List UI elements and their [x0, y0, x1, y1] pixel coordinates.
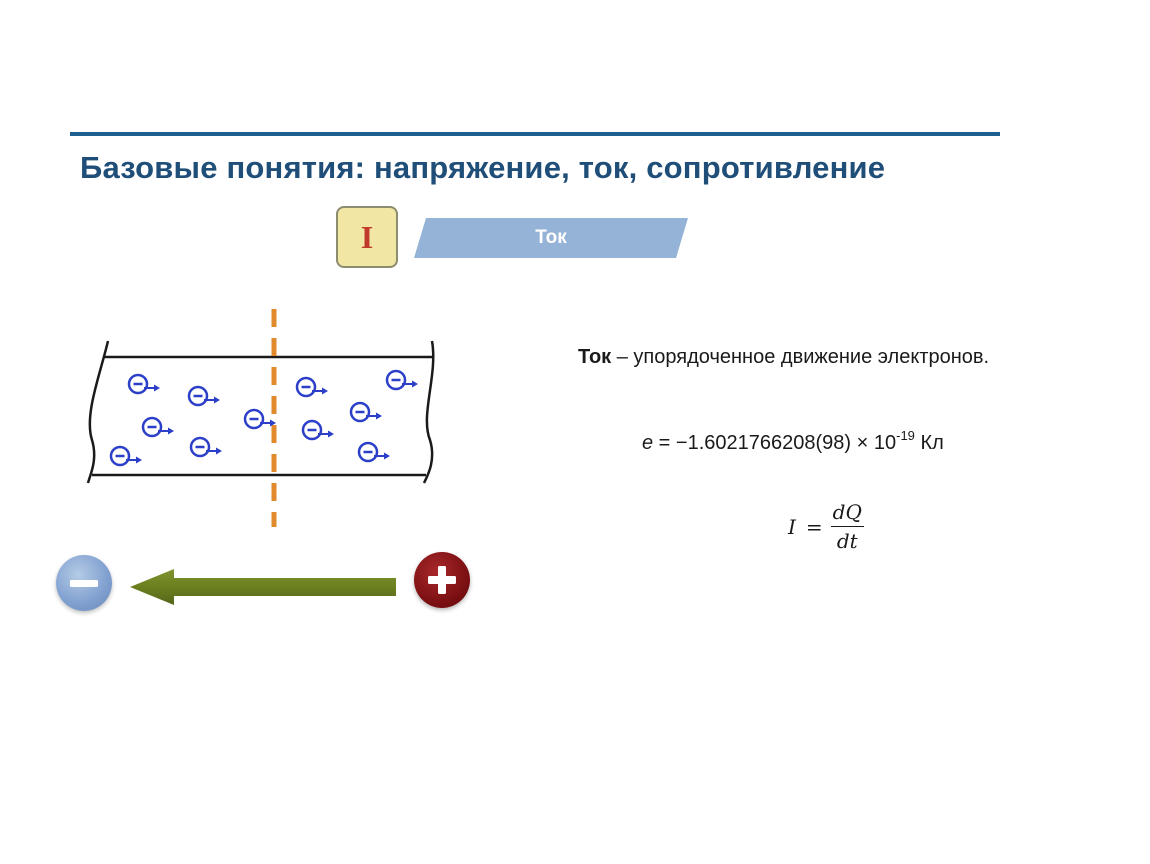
conductor-diagram	[86, 309, 435, 527]
conductor-left-cut	[86, 340, 110, 484]
current-definition: Ток – упорядоченное движение электронов.	[578, 346, 989, 369]
conductor-right-cut	[422, 340, 435, 484]
banner-shape	[414, 218, 688, 258]
electron-icon	[127, 373, 162, 395]
positive-pole	[414, 552, 470, 608]
charge-symbol: e	[642, 432, 654, 454]
formula-equals: =	[805, 514, 823, 539]
charge-exponent: -19	[896, 428, 915, 443]
electron-icon	[385, 369, 420, 391]
formula-denominator: dt	[836, 529, 858, 553]
electron-icon	[141, 416, 176, 438]
electron-icon	[189, 436, 224, 458]
section-banner: Ток	[414, 218, 688, 258]
arrow-left-icon	[130, 569, 396, 605]
charge-unit: Кл	[914, 432, 944, 454]
section-title: Ток	[535, 227, 567, 248]
electron-icon	[243, 408, 278, 430]
electron-icon	[301, 419, 336, 441]
definition-term: Ток	[578, 346, 612, 368]
formula-numerator: dQ	[830, 500, 864, 527]
title-rule	[70, 132, 1000, 136]
current-formula: I = dQ dt	[788, 500, 864, 553]
electron-icon	[109, 445, 144, 467]
minus-icon	[70, 580, 98, 587]
formula-lhs: I	[788, 514, 796, 539]
electron-icon	[295, 376, 330, 398]
negative-pole	[56, 555, 112, 611]
formula-fraction: dQ dt	[830, 500, 864, 553]
charge-value: = −1.6021766208(98) × 10	[653, 432, 897, 454]
electron-charge-formula: e = −1.6021766208(98) × 10-19 Кл	[642, 428, 944, 455]
electron-icon	[349, 401, 384, 423]
electron-icon	[187, 385, 222, 407]
plus-icon	[428, 566, 456, 594]
electron-icon	[357, 441, 392, 463]
section-number-badge: I	[336, 206, 398, 268]
slide-title: Базовые понятия: напряжение, ток, сопрот…	[80, 150, 886, 185]
definition-text: – упорядоченное движение электронов.	[611, 346, 990, 368]
